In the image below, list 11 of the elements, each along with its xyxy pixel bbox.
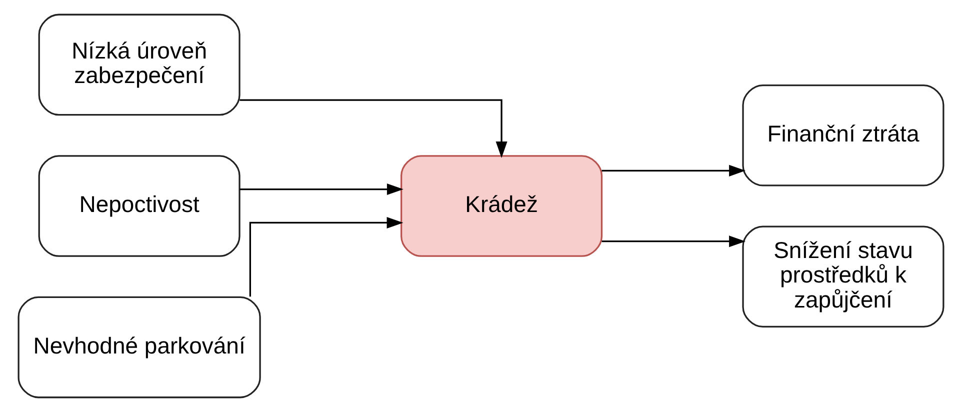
node-box: Nevhodné parkování (17, 296, 260, 398)
arrow (239, 99, 507, 158)
node-box: Snížení stavu prostředků k zapůjčení (742, 226, 944, 328)
node-box: Nepoctivost (38, 155, 240, 257)
arrow (248, 216, 403, 297)
arrow (239, 184, 403, 196)
node-box: Nízká úroveň zabezpečení (38, 14, 240, 116)
arrow (601, 236, 745, 248)
node-box: Finanční ztráta (742, 84, 944, 186)
node-box: Krádež (400, 155, 602, 257)
arrow (601, 164, 745, 176)
